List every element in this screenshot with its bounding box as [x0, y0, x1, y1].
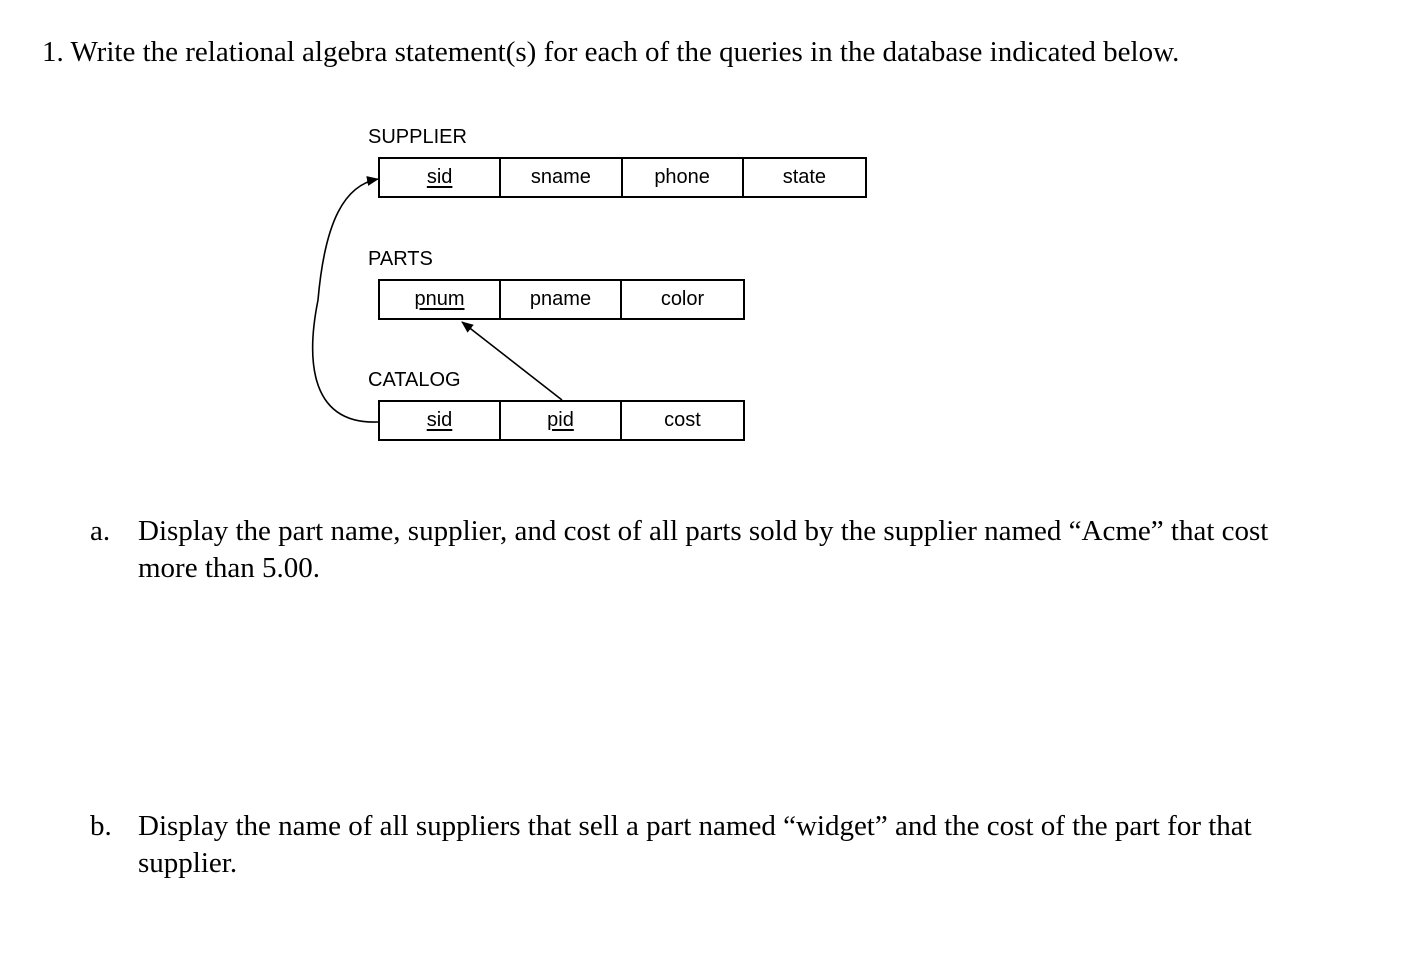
parts-color-column: color	[660, 288, 705, 310]
catalog-pid-column: pid	[501, 402, 622, 439]
catalog-table-label: CATALOG	[368, 369, 461, 391]
catalog-sid-column: sid	[380, 402, 501, 439]
query-b-text: Display the name of all suppliers that s…	[138, 810, 1252, 879]
supplier-phone-column: phone	[623, 159, 744, 196]
catalog-table: sid pid cost	[378, 400, 745, 441]
question-heading: 1. Write the relational algebra statemen…	[42, 36, 1180, 68]
catalog-sid-to-supplier-sid-arrow	[311, 176, 379, 423]
query-a-letter: a.	[90, 515, 111, 547]
supplier-table-label: SUPPLIER	[368, 126, 467, 148]
parts-table: pnum pname color	[378, 279, 745, 320]
supplier-state-column: state	[782, 166, 827, 188]
query-a-text: Display the part name, supplier, and cos…	[138, 515, 1269, 584]
catalog-cost-column: cost	[664, 409, 701, 431]
parts-pname-column: pname	[501, 281, 622, 318]
supplier-sid-column: sid	[380, 159, 502, 196]
parts-pnum-column: pnum	[380, 281, 501, 318]
catalog-pid-to-parts-pnum-arrow	[461, 321, 563, 401]
supplier-table: sid sname phone state	[378, 157, 867, 198]
parts-table-label: PARTS	[368, 248, 433, 270]
supplier-sname-column: sname	[501, 159, 623, 196]
query-b-letter: b.	[90, 810, 112, 842]
